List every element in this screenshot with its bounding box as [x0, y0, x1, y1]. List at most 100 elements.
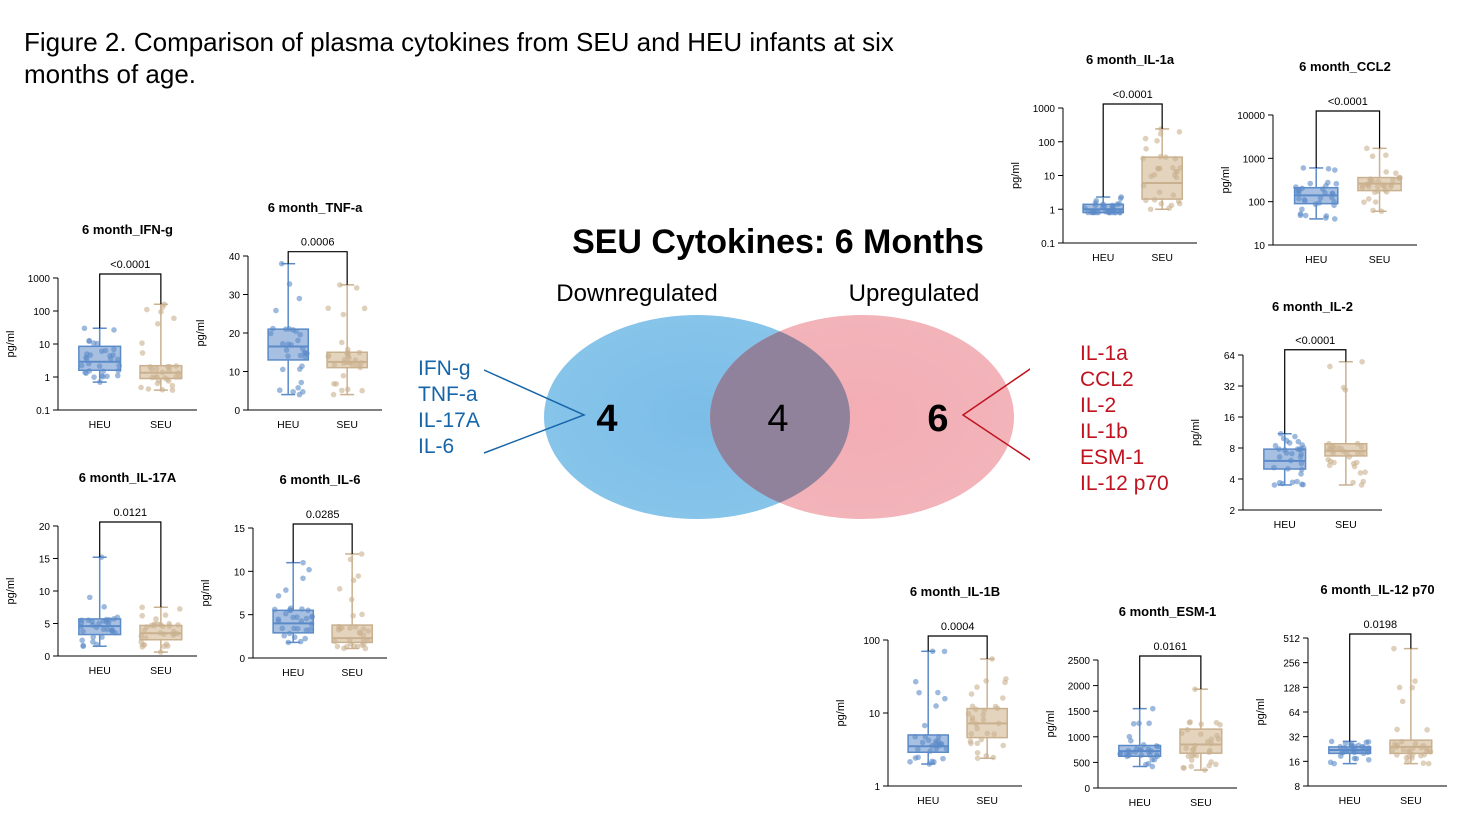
x-tick-label: HEU	[282, 667, 304, 679]
p-value-label: <0.0001	[110, 259, 150, 271]
data-point	[359, 611, 365, 618]
data-point	[933, 738, 939, 744]
data-point	[286, 326, 293, 332]
data-point	[1328, 738, 1335, 745]
data-point	[280, 340, 286, 347]
data-point	[1357, 470, 1364, 476]
data-point	[1117, 750, 1124, 756]
data-point	[1149, 763, 1156, 770]
data-point	[336, 586, 343, 592]
data-point	[1342, 740, 1349, 747]
data-point	[933, 746, 940, 753]
data-point	[1329, 447, 1336, 454]
x-tick-label: HEU	[1339, 795, 1361, 807]
data-point	[104, 626, 111, 633]
y-axis-label: pg/ml	[195, 320, 207, 347]
data-point	[1409, 751, 1416, 758]
data-point	[333, 381, 340, 387]
data-point	[297, 352, 304, 359]
data-point	[1188, 763, 1195, 770]
data-point	[1326, 462, 1333, 469]
data-point	[139, 340, 145, 346]
data-point	[331, 361, 338, 368]
data-point	[1353, 755, 1360, 762]
up-item: IL-2	[1080, 394, 1116, 417]
data-point	[1298, 466, 1305, 473]
y-tick-label: 10	[229, 368, 241, 379]
y-tick-label: 10	[869, 709, 881, 720]
data-point	[1421, 751, 1428, 758]
data-point	[1289, 479, 1296, 486]
data-point	[1370, 207, 1376, 214]
data-point	[144, 306, 150, 313]
data-point	[1157, 153, 1164, 160]
up-item: IL-1b	[1080, 420, 1128, 443]
data-point	[1156, 189, 1163, 196]
data-point	[940, 755, 946, 762]
venn-overlap	[710, 315, 850, 519]
data-point	[984, 730, 991, 737]
data-point	[1331, 216, 1338, 222]
data-point	[166, 623, 173, 629]
data-point	[288, 342, 294, 348]
data-point	[169, 387, 176, 393]
data-point	[157, 649, 164, 655]
data-point	[981, 707, 988, 714]
data-point	[103, 619, 110, 625]
data-point	[176, 374, 183, 380]
data-point	[175, 622, 181, 628]
data-point	[86, 368, 93, 374]
y-tick-label: 1000	[1243, 154, 1266, 165]
data-point	[354, 643, 361, 650]
data-point	[1206, 762, 1212, 769]
data-point	[1331, 199, 1337, 205]
data-point	[358, 551, 365, 557]
data-point	[989, 656, 995, 662]
data-point	[1412, 740, 1419, 747]
data-point	[1198, 721, 1204, 727]
y-tick-label: 2000	[1068, 682, 1091, 693]
data-point	[90, 634, 97, 640]
data-point	[154, 320, 161, 327]
data-point	[153, 366, 160, 372]
y-tick-label: 0.1	[1041, 239, 1055, 250]
data-point	[96, 363, 103, 369]
data-point	[1000, 695, 1006, 701]
data-point	[1162, 154, 1169, 160]
data-point	[933, 703, 939, 709]
data-point	[286, 630, 293, 637]
data-point	[1325, 179, 1331, 186]
data-point	[278, 260, 285, 267]
data-point	[1179, 730, 1185, 737]
y-tick-label: 10	[234, 567, 246, 578]
x-tick-label: SEU	[341, 667, 363, 679]
data-point	[943, 745, 950, 752]
data-point	[1171, 172, 1178, 179]
data-point	[1215, 736, 1222, 742]
data-point	[94, 340, 101, 347]
data-point	[1213, 761, 1219, 768]
venn-up-count: 6	[927, 398, 948, 440]
data-point	[1188, 757, 1195, 763]
data-point	[936, 742, 943, 749]
data-point	[1172, 155, 1179, 162]
data-point	[114, 614, 121, 621]
data-point	[335, 623, 342, 630]
y-tick-label: 20	[229, 329, 241, 340]
data-point	[1137, 746, 1143, 753]
data-point	[1355, 742, 1362, 749]
data-point	[290, 388, 296, 395]
data-point	[164, 376, 171, 383]
data-point	[337, 282, 343, 288]
data-point	[359, 387, 365, 394]
data-point	[915, 754, 921, 761]
down-item: IFN-g	[418, 357, 471, 380]
data-point	[1126, 733, 1133, 740]
data-point	[1354, 440, 1361, 447]
x-tick-label: SEU	[1151, 252, 1173, 264]
data-point	[1378, 208, 1385, 215]
data-point	[969, 715, 976, 721]
data-point	[1332, 167, 1338, 173]
